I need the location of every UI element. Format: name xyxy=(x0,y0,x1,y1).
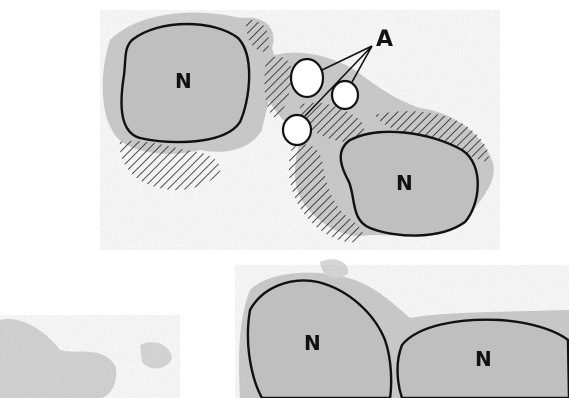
nucleus-label-center-right: N xyxy=(396,171,413,195)
nucleus-label-bottom-right: N xyxy=(475,347,492,371)
vesicle-2 xyxy=(332,81,358,109)
nucleus-label-upper-left: N xyxy=(175,69,192,93)
nucleus-label-bottom-middle: N xyxy=(304,331,321,355)
vesicle-1 xyxy=(291,59,323,97)
vesicle-3 xyxy=(283,115,311,145)
vesicle-label: A xyxy=(376,27,393,52)
